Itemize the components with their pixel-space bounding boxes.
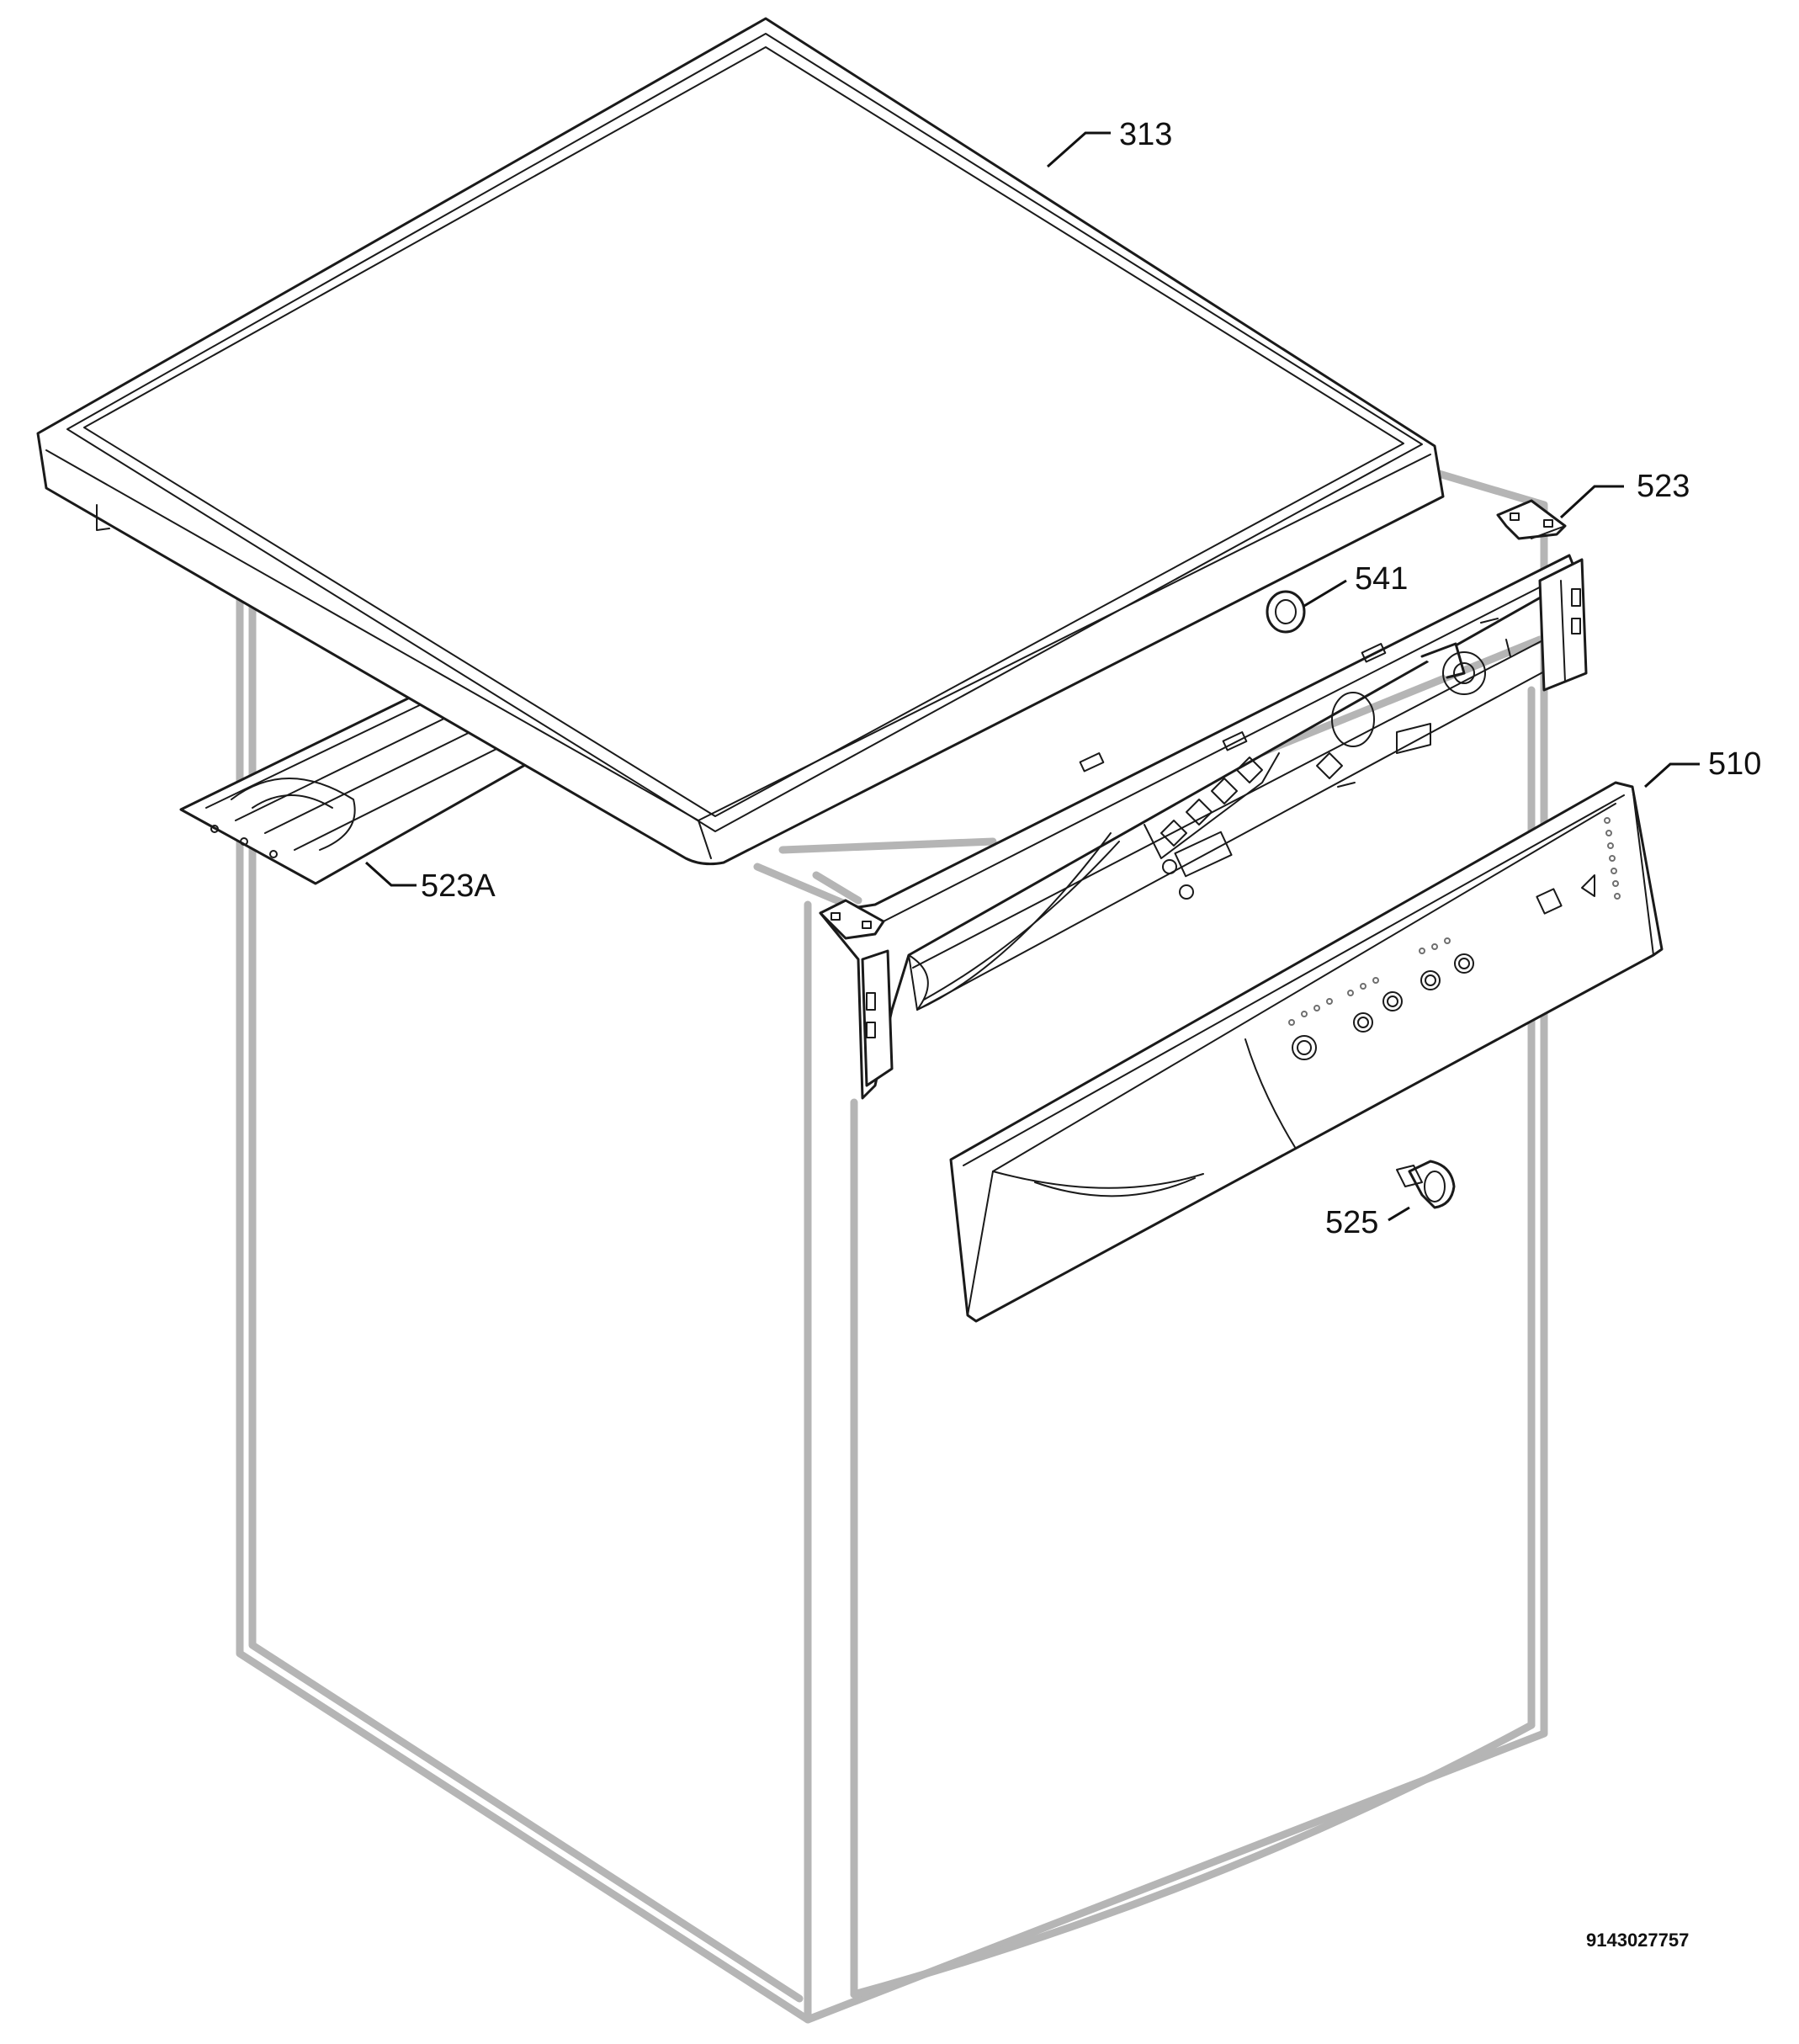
hinge-bracket-part — [1496, 499, 1567, 540]
callout-523: 523 — [1637, 469, 1690, 504]
control-panel-part — [949, 781, 1664, 1323]
base-rail-part — [179, 693, 540, 885]
leader-lines — [364, 131, 1700, 1222]
callout-313: 313 — [1119, 117, 1172, 152]
drawing-number: 9143027757 — [1586, 1930, 1689, 1951]
callout-525: 525 — [1325, 1205, 1378, 1240]
knob-part — [1396, 1160, 1456, 1209]
top-cover-part — [36, 17, 1445, 866]
left-bracket-part — [819, 899, 885, 940]
callout-510: 510 — [1708, 746, 1761, 782]
control-frame-part — [819, 554, 1588, 1100]
callout-523a: 523A — [421, 868, 496, 904]
grommet-part — [1266, 590, 1306, 634]
callout-541: 541 — [1355, 561, 1408, 597]
